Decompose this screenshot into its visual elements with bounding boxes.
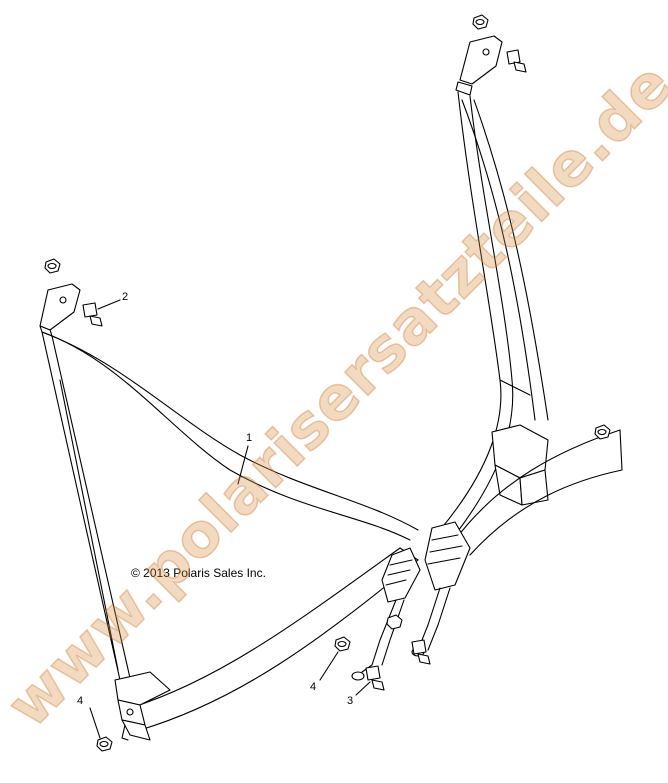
left-belt-webbing: [41, 331, 419, 731]
copyright-notice: © 2013 Polaris Sales Inc.: [131, 566, 266, 580]
right-belt-webbing: [439, 91, 549, 536]
right-upper-bolt: [506, 49, 527, 73]
center-buckle-left: [351, 547, 421, 681]
right-retractor: [491, 424, 549, 506]
left-upper-bolt: [82, 299, 121, 327]
callout-label-3: 3: [347, 695, 354, 707]
callout-label-2: 2: [122, 291, 129, 303]
left-upper-anchor-bracket: [39, 283, 81, 337]
right-side-nut: [594, 424, 611, 440]
left-lower-nut: [89, 707, 113, 752]
callout-label-1: 1: [246, 432, 253, 444]
right-upper-anchor-bracket: [455, 35, 503, 96]
right-lower-bolt: [411, 639, 431, 665]
left-upper-nut: [44, 258, 61, 274]
callout-label-4-left: 4: [77, 695, 84, 707]
left-retractor: [114, 671, 171, 741]
callout-label-4-center: 4: [310, 681, 317, 693]
center-bolt: [355, 665, 385, 696]
callout-1-leader: [237, 445, 249, 485]
right-lap-strap: [454, 429, 623, 556]
center-nut: [319, 636, 351, 681]
center-buckle-right: [411, 521, 471, 657]
center-small-nut: [386, 614, 403, 630]
right-upper-nut: [472, 14, 489, 30]
